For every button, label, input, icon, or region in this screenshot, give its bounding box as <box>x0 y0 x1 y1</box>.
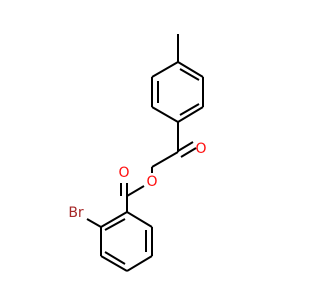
molecule-canvas: O O O Br <box>68 34 207 272</box>
bond-ketone-double-a <box>177 141 194 152</box>
bond-bromo-6-inner <box>104 218 126 231</box>
ester-group <box>120 183 145 212</box>
bond-bromo-3 <box>126 255 153 272</box>
bond-oxygen-ester-carbon <box>126 185 145 197</box>
bromophenyl-ring <box>86 211 153 272</box>
bond-tolyl-3-inner <box>179 103 200 116</box>
bond-tolyl-4 <box>151 106 179 123</box>
bond-ketone-double-b <box>180 147 197 158</box>
molecule-structure: O O O Br <box>68 34 207 272</box>
bond-bromo-6 <box>100 211 128 228</box>
atom-oxygen-carbonyl: O <box>118 165 129 181</box>
bond-tolyl-1-inner <box>179 68 200 81</box>
bond-tolyl-1 <box>177 61 204 78</box>
bond-carbonyl-ch2 <box>151 151 179 168</box>
bond-bromo-4 <box>100 255 128 272</box>
bond-bromo-4-inner <box>104 251 126 265</box>
bond-tolyl-3 <box>177 106 204 123</box>
tolyl-ring <box>151 34 204 123</box>
ketone-linker <box>151 122 197 173</box>
bond-bromo-1 <box>126 211 153 228</box>
atom-oxygen-ketone: O <box>195 141 206 157</box>
atom-bromine: Br <box>68 205 84 221</box>
bond-bromine <box>86 218 102 228</box>
atom-oxygen-ester: O <box>146 174 157 190</box>
bond-tolyl-6 <box>151 61 179 78</box>
